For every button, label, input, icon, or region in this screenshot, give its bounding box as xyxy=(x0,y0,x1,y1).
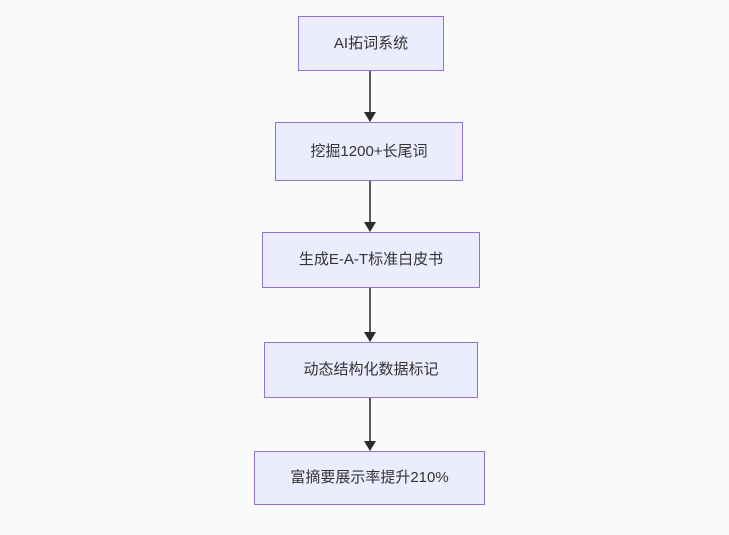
flow-arrow-2-3 xyxy=(369,181,371,231)
flow-node-label: 富摘要展示率提升210% xyxy=(290,469,449,486)
flow-node-label: 动态结构化数据标记 xyxy=(303,361,439,378)
flow-arrow-1-2 xyxy=(369,71,371,121)
flow-node-eat-whitepaper: 生成E-A-T标准白皮书 xyxy=(262,232,480,288)
flow-node-ai-expansion-system: AI拓词系统 xyxy=(298,16,444,71)
flow-node-label: 生成E-A-T标准白皮书 xyxy=(298,251,444,268)
flow-node-rich-snippet-result: 富摘要展示率提升210% xyxy=(254,451,485,505)
flow-node-structured-data-markup: 动态结构化数据标记 xyxy=(264,342,478,398)
flow-node-longtail-mining: 挖掘1200+长尾词 xyxy=(275,122,463,181)
flow-node-label: AI拓词系统 xyxy=(333,34,409,52)
flow-arrow-3-4 xyxy=(369,288,371,341)
flow-node-label: 挖掘1200+长尾词 xyxy=(310,142,428,160)
flow-arrow-4-5 xyxy=(369,398,371,450)
